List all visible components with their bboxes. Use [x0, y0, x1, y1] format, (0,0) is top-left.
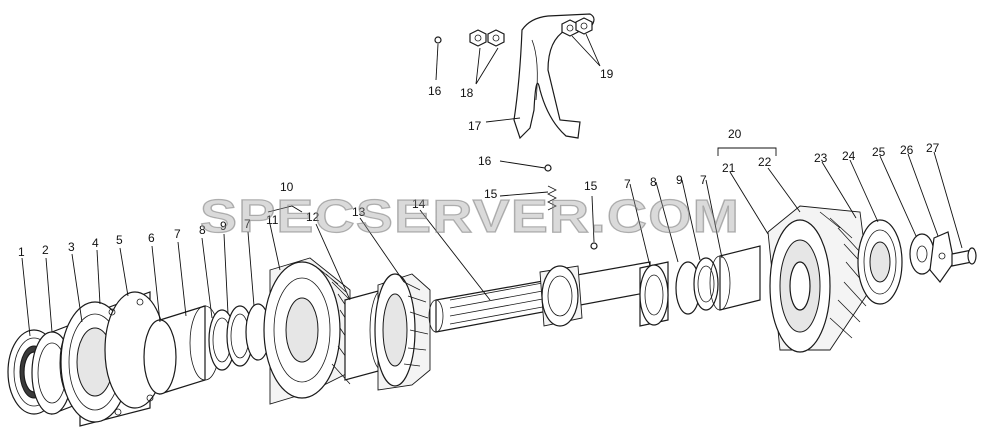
callout-13: 13 — [352, 205, 366, 219]
callout-5: 5 — [116, 233, 123, 247]
callout-16b: 16 — [428, 84, 442, 98]
callout-11: 11 — [266, 213, 279, 227]
callout-12: 12 — [306, 210, 320, 224]
part-ball-lower — [590, 242, 598, 250]
callout-7a: 7 — [174, 227, 181, 241]
part-helical-gear-right — [767, 205, 871, 353]
part-ball-top — [434, 36, 442, 44]
callout-17: 17 — [468, 119, 482, 133]
part-shift-fork — [513, 13, 595, 140]
callout-7c: 7 — [624, 177, 631, 191]
callout-8a: 8 — [199, 223, 206, 237]
part-splined-shaft — [428, 261, 651, 333]
callout-25: 25 — [872, 145, 886, 159]
callout-6: 6 — [148, 231, 155, 245]
part-washer — [909, 233, 935, 275]
part-rings-left — [208, 303, 271, 371]
callout-15b: 15 — [584, 179, 598, 193]
callout-19: 19 — [600, 67, 614, 81]
part-helical-gear-left — [263, 257, 357, 405]
leader-lines — [21, 33, 963, 337]
callout-22: 22 — [758, 155, 772, 169]
part-lock-plate — [929, 231, 955, 283]
callout-10: 10 — [280, 180, 294, 194]
callout-23: 23 — [814, 151, 828, 165]
callout-1: 1 — [18, 245, 25, 259]
callout-4: 4 — [92, 236, 99, 250]
callout-16a: 16 — [478, 154, 492, 168]
part-synchronizer-gear — [374, 273, 431, 391]
callout-3: 3 — [68, 240, 75, 254]
callout-7d: 7 — [700, 173, 707, 187]
callout-7b: 7 — [244, 217, 251, 231]
callout-9b: 9 — [676, 173, 683, 187]
callout-14: 14 — [412, 197, 426, 211]
part-flange-housing — [60, 291, 166, 427]
callout-labels: 1 2 3 4 5 6 7 8 9 7 10 11 12 13 14 15 15… — [18, 67, 940, 259]
callout-2: 2 — [42, 243, 49, 257]
callout-27: 27 — [926, 141, 940, 155]
part-ring-gear — [857, 219, 903, 305]
part-rings-right — [639, 245, 761, 327]
callout-15a: 15 — [484, 187, 498, 201]
callout-18: 18 — [460, 86, 474, 100]
part-spring — [547, 185, 557, 211]
part-nuts-right — [561, 17, 593, 37]
callout-8b: 8 — [650, 175, 657, 189]
part-bolt — [951, 247, 977, 267]
part-nuts-left — [469, 29, 505, 47]
watermark: SPECSERVER.COM — [200, 190, 740, 242]
callout-26: 26 — [900, 143, 914, 157]
callout-21: 21 — [722, 161, 736, 175]
callout-24: 24 — [842, 149, 856, 163]
callout-9a: 9 — [220, 219, 227, 233]
part-ball-upper — [544, 164, 552, 172]
callout-20: 20 — [728, 127, 742, 141]
